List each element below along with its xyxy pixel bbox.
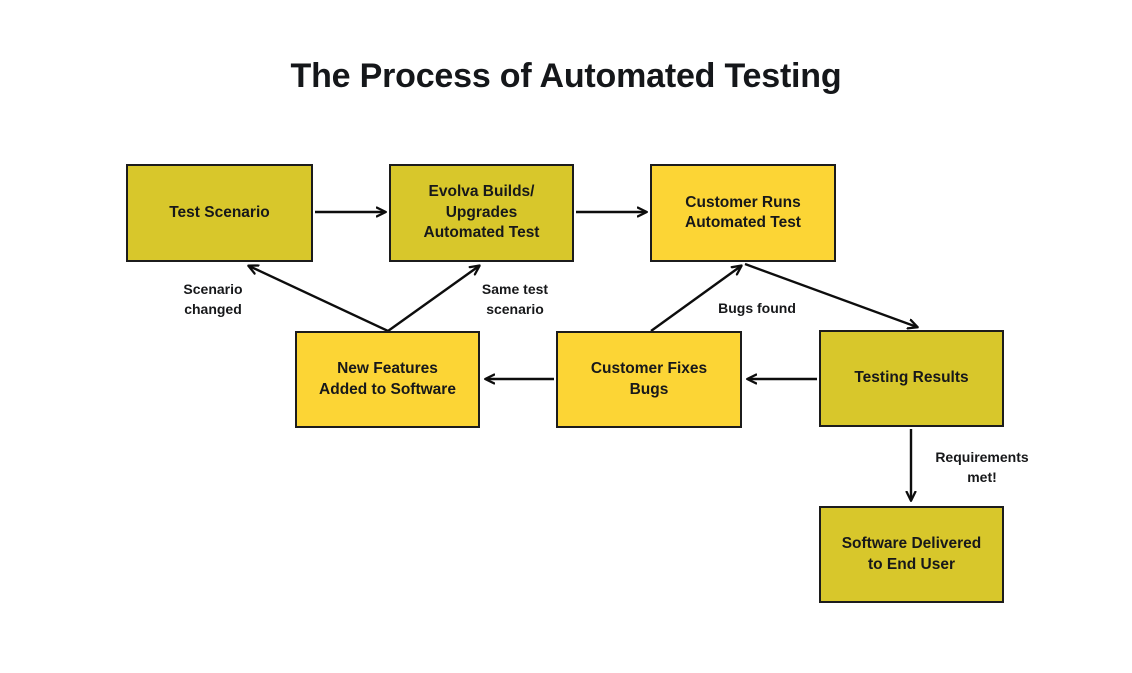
node-label: Customer Fixes Bugs [590, 360, 708, 398]
node-label: Software Delivered to End User [841, 535, 982, 573]
node-testing-results[interactable]: Testing Results [819, 330, 1004, 427]
node-software-delivered[interactable]: Software Delivered to End User [819, 506, 1004, 603]
node-label: Testing Results [854, 369, 969, 387]
page-title: The Process of Automated Testing [290, 57, 842, 95]
node-evolva-builds[interactable]: Evolva Builds/ Upgrades Automated Test [389, 164, 574, 262]
node-customer-fixes-bugs[interactable]: Customer Fixes Bugs [556, 331, 742, 428]
edge-label-requirements-met: Requirements met! [935, 449, 1029, 486]
edge-label-scenario-changed: Scenario changed [183, 281, 243, 318]
node-label: Customer Runs Automated Test [685, 193, 801, 231]
edge-label-bugs-found: Bugs found [718, 300, 796, 316]
edge-label-same-test-scenario: Same test scenario [481, 281, 549, 318]
node-label: Evolva Builds/ Upgrades Automated Test [423, 183, 540, 242]
node-label: Test Scenario [169, 203, 270, 221]
node-label: New Features Added to Software [319, 360, 456, 398]
node-customer-runs-automated-test[interactable]: Customer Runs Automated Test [650, 164, 836, 262]
node-test-scenario[interactable]: Test Scenario [126, 164, 313, 262]
node-new-features-added[interactable]: New Features Added to Software [295, 331, 480, 428]
